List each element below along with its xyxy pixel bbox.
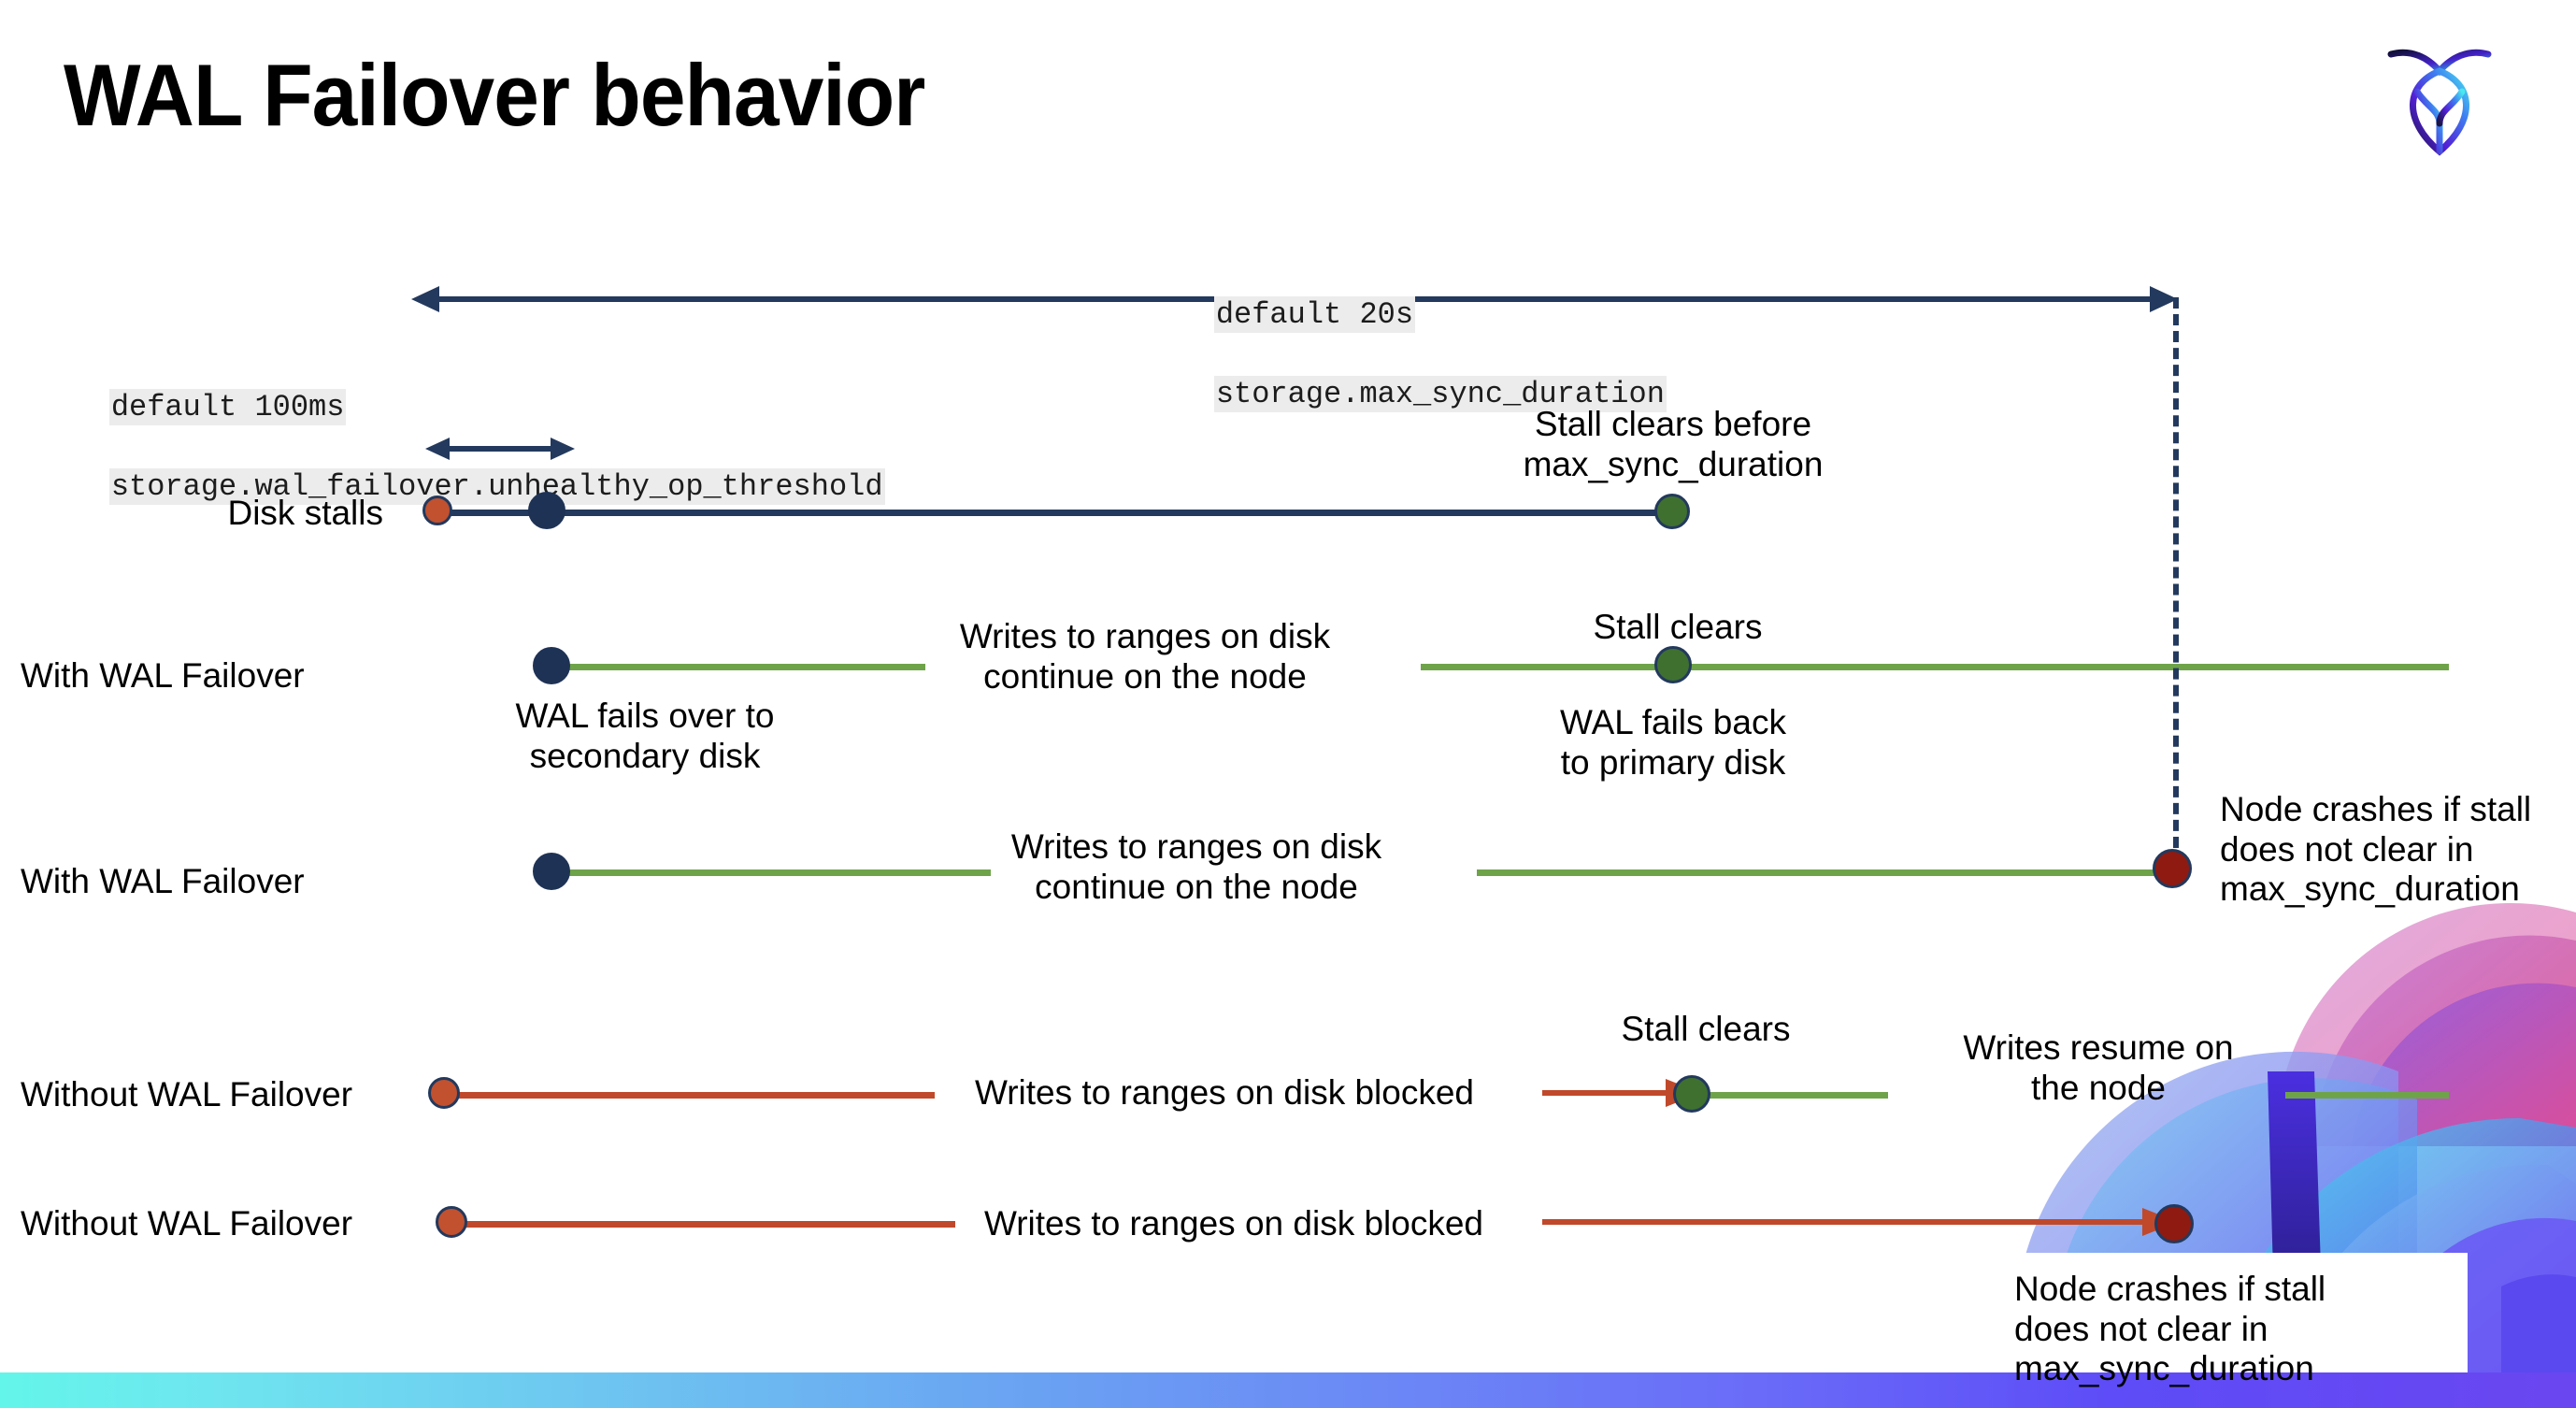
stall-start-dot-row5 (436, 1206, 467, 1238)
node-crash-dot-row3 (2153, 849, 2192, 888)
without-wal-failover-blocked-bar-2 (460, 1221, 955, 1228)
annotation-wal-fails-over: WAL fails over to secondary disk (515, 697, 775, 775)
max-sync-default-label: default 20s (1213, 296, 1416, 334)
unhealthy-threshold-default-label: default 100ms (108, 389, 347, 426)
annotation-node-crashes-row5: Node crashes if stall does not clear in … (2014, 1270, 2326, 1388)
stall-clears-dot-row2 (1654, 646, 1692, 683)
disk-stalls-timeline-bar (437, 510, 1671, 516)
stall-clears-dot-row1 (1654, 494, 1690, 529)
node-crash-dot-row5 (2154, 1204, 2194, 1243)
wal-failover-dot-row1 (528, 492, 565, 529)
annotation-stall-clears-row4: Stall clears (1621, 1010, 1791, 1048)
stall-start-dot-row1 (422, 496, 452, 525)
with-wal-failover-crash-bar-right (1477, 869, 2173, 876)
wal-failover-dot-row3 (533, 853, 570, 890)
annotation-writes-blocked-row5: Writes to ranges on disk blocked (983, 1204, 1484, 1243)
row-label-without-wal-failover-1: Without WAL Failover (21, 1075, 353, 1113)
without-wal-failover-crash-arrow (1542, 1208, 2178, 1236)
row-label-with-wal-failover-2: With WAL Failover (21, 862, 305, 900)
annotation-node-crashes-row3: Node crashes if stall does not clear in … (2220, 790, 2532, 909)
annotation-writes-blocked-row4: Writes to ranges on disk blocked (974, 1073, 1475, 1112)
with-wal-failover-crash-bar-left (551, 869, 991, 876)
annotation-writes-continue-row2: Writes to ranges on disk continue on the… (959, 617, 1331, 696)
without-wal-failover-resume-bar-1 (1706, 1092, 1888, 1099)
wal-failover-dot-row2 (533, 647, 570, 684)
max-sync-setting-name: storage.max_sync_duration (1213, 375, 1667, 412)
annotation-stall-clears-before-max-sync: Stall clears before max_sync_duration (1523, 405, 1824, 483)
unhealthy-threshold-setting-name: storage.wal_failover.unhealthy_op_thresh… (108, 467, 885, 505)
stall-clears-dot-row4 (1673, 1075, 1710, 1113)
without-wal-failover-blocked-bar-1 (449, 1092, 935, 1099)
row-label-with-wal-failover-1: With WAL Failover (21, 656, 305, 695)
with-wal-failover-bar-right (1421, 664, 2449, 670)
annotation-writes-continue-row3: Writes to ranges on disk continue on the… (1010, 827, 1382, 906)
without-wal-failover-resume-bar-2 (2285, 1092, 2449, 1099)
row-label-without-wal-failover-2: Without WAL Failover (21, 1204, 353, 1243)
max-sync-duration-boundary-dashed-line (2173, 297, 2179, 882)
unhealthy-op-threshold-setting: default 100ms storage.wal_failover.unhea… (37, 349, 885, 546)
unhealthy-op-threshold-span-arrow (425, 438, 575, 460)
with-wal-failover-bar-left (551, 664, 925, 670)
row-label-disk-stalls: Disk stalls (227, 494, 383, 532)
page-title: WAL Failover behavior (64, 46, 925, 144)
cockroachdb-logo-icon (2387, 49, 2492, 156)
stall-start-dot-row4 (428, 1077, 460, 1109)
annotation-writes-resume-row4: Writes resume on the node (1963, 1028, 2234, 1107)
max-sync-duration-setting: default 20s storage.max_sync_duration (1142, 256, 1667, 453)
annotation-wal-fails-back: WAL fails back to primary disk (1560, 703, 1786, 782)
annotation-stall-clears-row2: Stall clears (1593, 608, 1763, 646)
